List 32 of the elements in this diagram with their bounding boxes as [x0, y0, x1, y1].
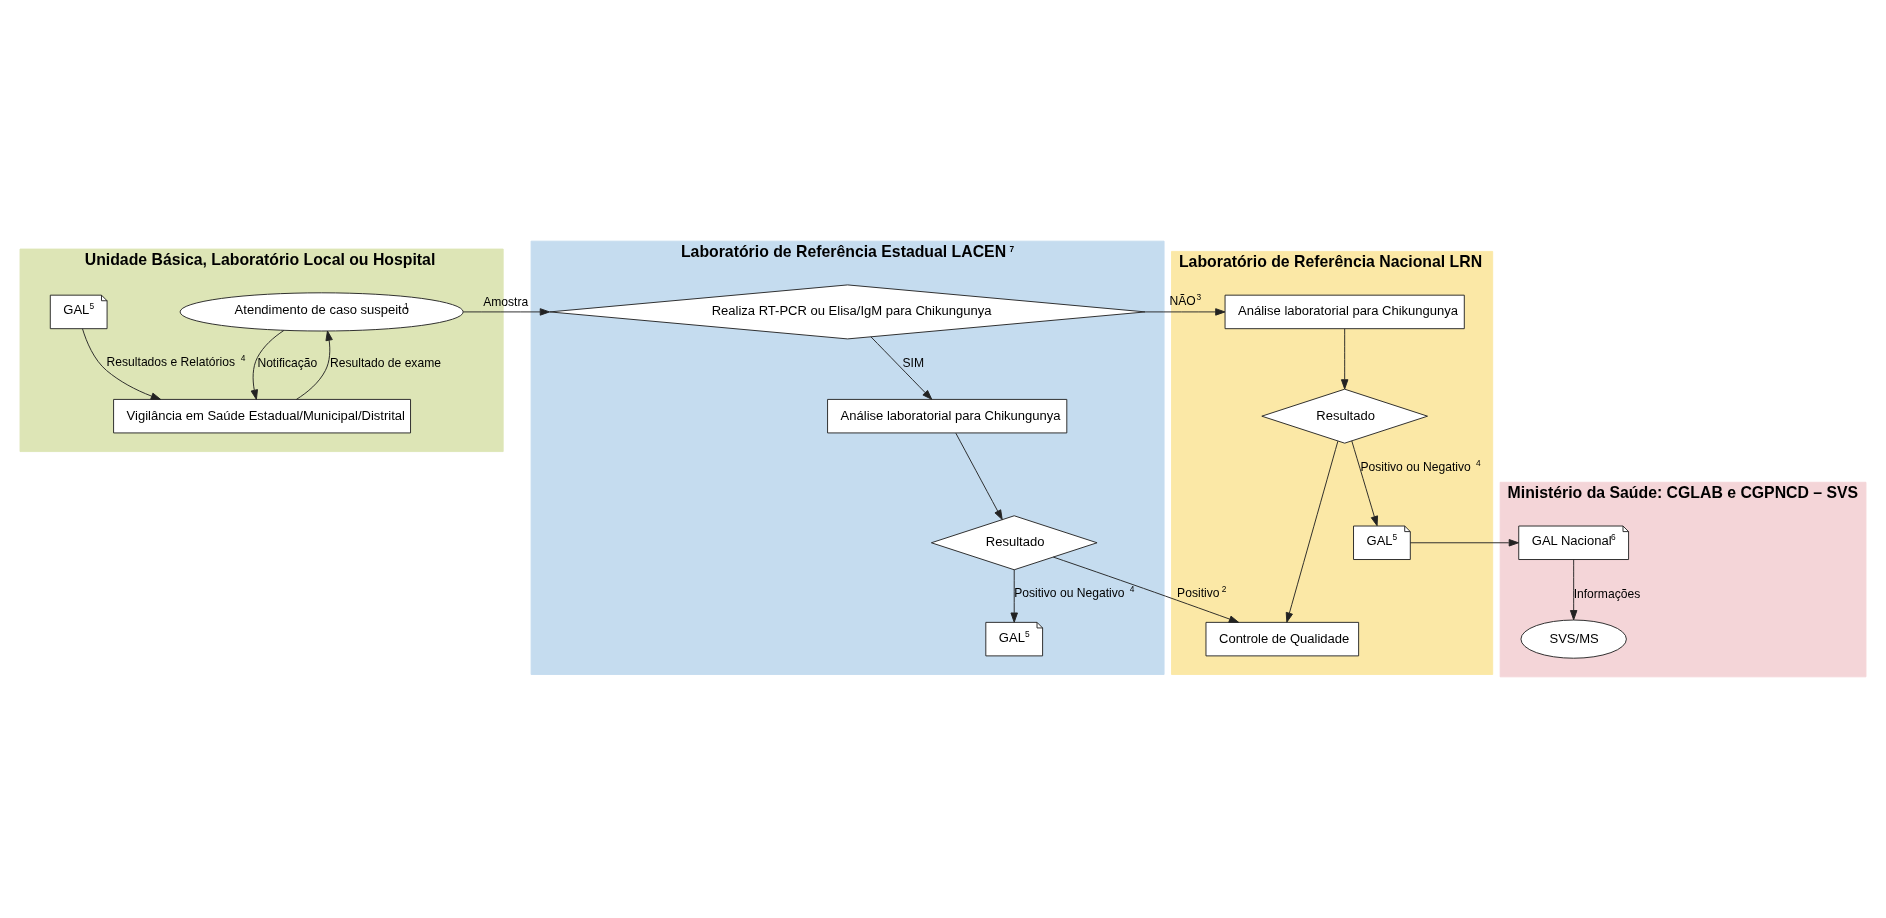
arrow: [1340, 328, 1349, 390]
arrow: [462, 308, 550, 316]
node-diamond: Resultado: [1261, 388, 1428, 444]
edge-label: Resultado de exame: [330, 356, 441, 371]
edge-label: Positivo ou Negativo$^{4}$: [1014, 584, 1135, 601]
node-ellipse: SVS/MS: [1520, 619, 1627, 659]
edge-label: SIM: [902, 356, 925, 371]
arrow: [1569, 559, 1578, 621]
node-diamond: Realiza RT-PCR ou Elisa/IgM para Chikungunya: [549, 284, 1146, 340]
node-box: Análise laboratorial para Chikungunya: [1224, 294, 1465, 330]
arrow: [1351, 440, 1378, 527]
edge-label: NÃO$^{3}$: [1169, 291, 1202, 308]
arrow: [1145, 308, 1226, 316]
arrow: [82, 328, 161, 400]
node-box: Controle de Qualidade: [1205, 621, 1360, 657]
arrow: [250, 330, 285, 400]
arrow: [1285, 440, 1339, 623]
edge-label: Informações: [1573, 587, 1641, 602]
edge-label: Resultados e Relatórios$^{4}$: [106, 353, 246, 370]
arrow: [1409, 539, 1519, 547]
arrow: [1010, 569, 1018, 623]
edge-label: Notificação: [257, 356, 318, 371]
arrow: [1052, 556, 1240, 623]
node-box: Análise laboratorial para Chikungunya: [827, 398, 1068, 434]
arrow: [295, 330, 333, 400]
edge-label: Positivo ou Negativo$^{4}$: [1360, 457, 1481, 474]
node-box: Vigilância em Saúde Estadual/Municipal/Distrital: [113, 398, 411, 434]
edge-label: Positivo$^{2}$: [1177, 584, 1227, 601]
arrow: [955, 432, 1003, 520]
edge-label: Amostra: [483, 294, 529, 309]
arrow: [870, 336, 933, 400]
node-diamond: Resultado: [930, 515, 1098, 571]
